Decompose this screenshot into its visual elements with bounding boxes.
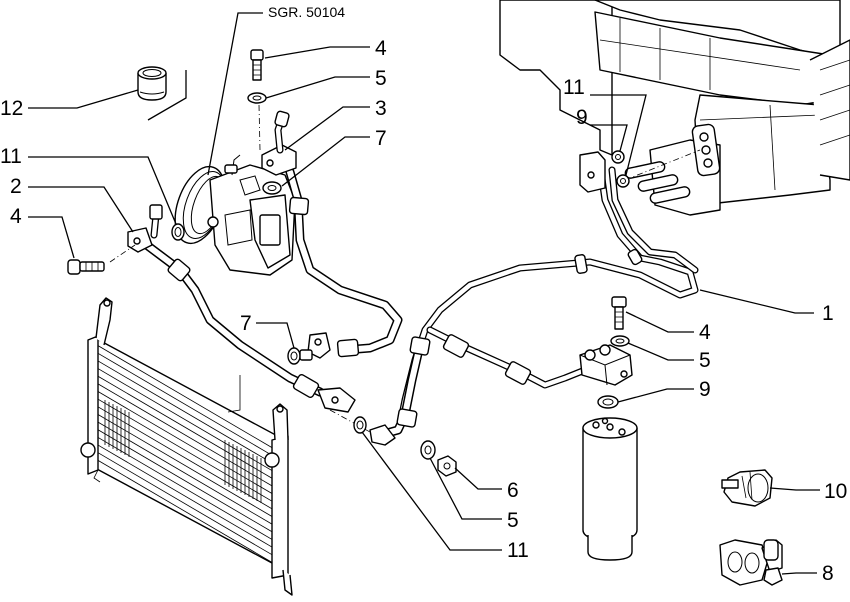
drier-pipe	[426, 326, 589, 389]
pipe-clip-part-8	[719, 539, 783, 586]
callout-9: 9	[576, 106, 588, 129]
callout-5: 5	[375, 67, 387, 90]
pipe-clamp-part-10	[721, 469, 773, 507]
condenser-fin-line	[97, 421, 273, 525]
condenser-fin-line	[97, 452, 273, 556]
callout-7: 7	[240, 312, 252, 335]
leader-lines	[28, 12, 820, 575]
condenser-fin-line	[97, 444, 273, 548]
condenser-fin-line	[97, 437, 273, 540]
condenser-fins	[97, 345, 273, 563]
condenser-fin-line	[97, 368, 273, 471]
cap-part-12	[137, 66, 167, 101]
callout-4: 4	[699, 321, 711, 344]
callout-11: 11	[0, 145, 22, 168]
condenser-fin-line	[97, 383, 273, 487]
hose-3	[261, 110, 403, 359]
callout-5: 5	[507, 509, 519, 532]
callout-4: 4	[10, 205, 22, 228]
callout-1: 1	[822, 302, 834, 325]
evaporator-unit	[499, 0, 850, 216]
condenser	[80, 297, 293, 596]
callout-9: 9	[699, 378, 711, 401]
callout-labels: SGR. 50104 12 11 2 4 4 5 3 7 11 9 1 4 5 …	[0, 4, 847, 585]
condenser-fin-line	[97, 391, 273, 494]
callout-4: 4	[375, 37, 387, 60]
bolt-part	[67, 259, 105, 275]
condenser-fin-line	[97, 429, 273, 533]
callout-3: 3	[375, 97, 387, 120]
condenser-fin-line	[97, 360, 273, 464]
reference-code: SGR. 50104	[268, 4, 345, 20]
small-parts	[67, 49, 783, 586]
callout-12: 12	[0, 97, 23, 120]
condenser-fin-line	[97, 345, 273, 448]
condenser-fin-line	[97, 414, 273, 517]
condenser-fin-line	[97, 460, 273, 563]
condenser-fin-line	[97, 375, 273, 479]
callout-2: 2	[10, 175, 22, 198]
condenser-fin-line	[97, 398, 273, 502]
callout-7: 7	[375, 127, 387, 150]
liquid-pipe	[329, 336, 431, 446]
condenser-fin-line	[97, 406, 273, 510]
callout-11: 11	[507, 539, 529, 562]
callout-10: 10	[824, 480, 847, 503]
pressure-switch-block	[579, 344, 633, 386]
condenser-fin-line	[97, 352, 273, 456]
callout-5: 5	[699, 349, 711, 372]
callout-6: 6	[507, 479, 519, 502]
bolt-part	[611, 296, 627, 330]
callout-8: 8	[822, 562, 834, 585]
callout-11: 11	[563, 76, 585, 99]
receiver-drier	[582, 417, 638, 561]
bolt-part	[250, 49, 264, 81]
hose-2	[109, 204, 356, 413]
